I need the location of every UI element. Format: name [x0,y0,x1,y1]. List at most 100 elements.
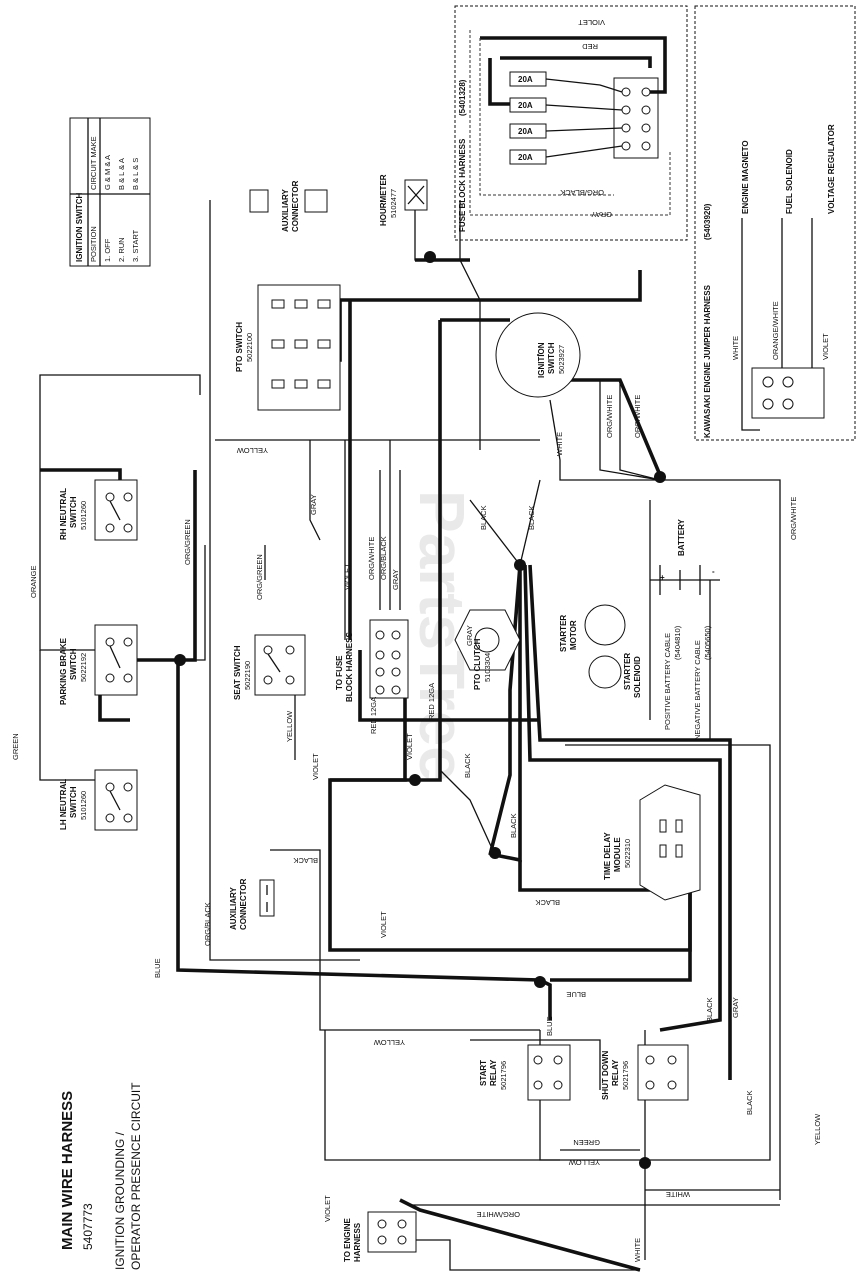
wire-label-violet-2: VIOLET [405,733,414,760]
starter-motor [584,604,626,689]
hourmeter-part: 5102477 [389,189,398,218]
diagram-title: MAIN WIRE HARNESS [59,1091,76,1250]
wire-label-black-8: BLACK [745,1090,754,1115]
pto-switch-label: PTO SWITCH [235,322,244,372]
rh-neutral-label: RH NEUTRAL [59,488,68,540]
wire-label-violet-kaw: VIOLET [821,333,830,360]
wire-label-blue-3: BLUE [545,1016,554,1036]
kawasaki-harness-box [694,5,856,441]
battery-neg: - [712,567,715,576]
fuel-solenoid-label: FUEL SOLENOID [785,149,794,214]
ignition-table-r3c1: 3. START [131,229,140,262]
ignition-table-r1c1: 1. OFF [103,238,112,262]
fuse-block-title: FUSE BLOCK HARNESS [458,138,467,232]
wire-label-gray-clutch: GRAY [465,625,474,646]
wire-label-orange-white-kaw: ORANGE/WHITE [771,301,780,360]
rh-neutral-switch [94,479,138,541]
wire-label-org-white-3: ORG/WHITE [633,395,642,438]
junction-nodes [174,251,666,1169]
wire-label-org-green-1: ORG/GREEN [183,519,192,565]
to-fuse-label2: BLOCK HARNESS [345,632,354,702]
wire-label-org-white-eng: ORG/WHITE [477,1210,520,1219]
neg-cable-part: (5405650) [703,625,712,660]
ignition-switch-label2: SWITCH [547,342,556,374]
starter-motor-label: STARTER [559,615,568,652]
wire-label-red-12ga-2: RED 12GA [427,683,436,720]
ignition-table-r2c2: B & L & A [117,158,126,190]
ignition-table-r2c1: 2. RUN [117,237,126,262]
wire-label-org-black-aux: ORG/BLACK [203,902,212,946]
time-delay-module [639,784,701,901]
shutdown-relay-label2: RELAY [611,1059,620,1086]
wire-label-black-3: BLACK [527,505,536,530]
shutdown-relay-label: SHUT DOWN [601,1050,610,1100]
hourmeter-label: HOURMETER [379,174,388,226]
wire-label-gray-top: GRAY [591,210,612,219]
wire-label-yellow-top: YELLOW [236,446,268,455]
voltage-regulator-label: VOLTAGE REGULATOR [827,124,836,214]
wire-label-orange: ORANGE [29,565,38,598]
time-delay-label2: MODULE [613,837,622,872]
wire-label-green-relay: GREEN [573,1138,600,1147]
fuse-block-part: (5401328) [458,79,467,116]
start-relay-label2: RELAY [489,1059,498,1086]
seat-switch [254,634,306,696]
diagram-subtitle-2: OPERATOR PRESENCE CIRCUIT [129,1082,143,1270]
kawasaki-harness [741,218,825,431]
aux-bottom-label: AUXILIARY [229,887,238,930]
wire-label-white-eng: WHITE [633,1238,642,1262]
fuse-block-harness-box [454,5,688,241]
battery [649,500,720,740]
aux-connector-bottom [259,879,275,917]
aux-bottom-label2: CONNECTOR [239,878,248,930]
battery-label: BATTERY [677,518,686,556]
wire-label-violet-1: VIOLET [311,753,320,780]
wire-label-blue-2: BLUE [566,990,586,999]
diagram-subtitle-1: IGNITION GROUNDING / [113,1131,127,1270]
parking-brake-label: PARKING BRAKE [59,637,68,705]
parking-brake-part: 5022192 [79,653,88,682]
wire-label-yellow-seat: YELLOW [285,710,294,742]
wire-label-violet-top: VIOLET [578,18,605,27]
wire-label-white-kaw: WHITE [731,336,740,360]
wire-label-gray-relay: GRAY [731,997,740,1018]
title-block: MAIN WIRE HARNESS 5407773 IGNITION GROUN… [59,1082,143,1270]
wire-label-org-white-4: ORG/WHITE [789,497,798,540]
pos-cable-label: POSITIVE BATTERY CABLE [663,633,672,730]
pto-switch [257,284,341,411]
pto-switch-part: 5022100 [245,333,254,362]
wire-label-white-1: WHITE [555,432,564,456]
wire-label-gray-2: GRAY [309,494,318,515]
start-relay [527,1044,571,1101]
wire-label-violet-4: VIOLET [379,911,388,938]
rh-neutral-part: 5101260 [79,501,88,530]
shutdown-relay [637,1044,689,1101]
wire-label-black-1: BLACK [463,753,472,778]
to-engine-connector [367,1211,417,1253]
wire-label-black-6: BLACK [293,856,318,865]
ignition-table-header-circuit: CIRCUIT MAKE [89,136,98,190]
parking-brake-label2: SWITCH [69,648,78,680]
fuse-4-label: 20A [518,153,533,162]
aux-top-label2: CONNECTOR [291,180,300,232]
battery-pos: + [660,573,665,582]
ignition-switch-part: 5023927 [557,345,566,374]
start-relay-part: 5021796 [499,1061,508,1090]
wire-label-org-white-2: ORG/WHITE [605,395,614,438]
wire-label-yellow-mid: YELLOW [373,1038,405,1047]
lh-neutral-switch [94,769,138,831]
shutdown-relay-part: 5021796 [621,1061,630,1090]
to-engine-label: TO ENGINE [343,1217,352,1262]
aux-connector-top [249,189,328,213]
rh-neutral-label2: SWITCH [69,496,78,528]
fuse-1-label: 20A [518,75,533,84]
wire-label-yellow-bottom: YELLOW [568,1158,600,1167]
wire-label-green: GREEN [11,733,20,760]
pos-cable-part: (5404810) [673,625,682,660]
ignition-table-r3c2: B & L & S [131,158,140,190]
ignition-switch-label: IGNITION [537,342,546,378]
to-fuse-label: TO FUSE [335,655,344,690]
wire-label-yellow-right: YELLOW [813,1113,822,1145]
wire-label-white-bottom: WHITE [666,1190,690,1199]
